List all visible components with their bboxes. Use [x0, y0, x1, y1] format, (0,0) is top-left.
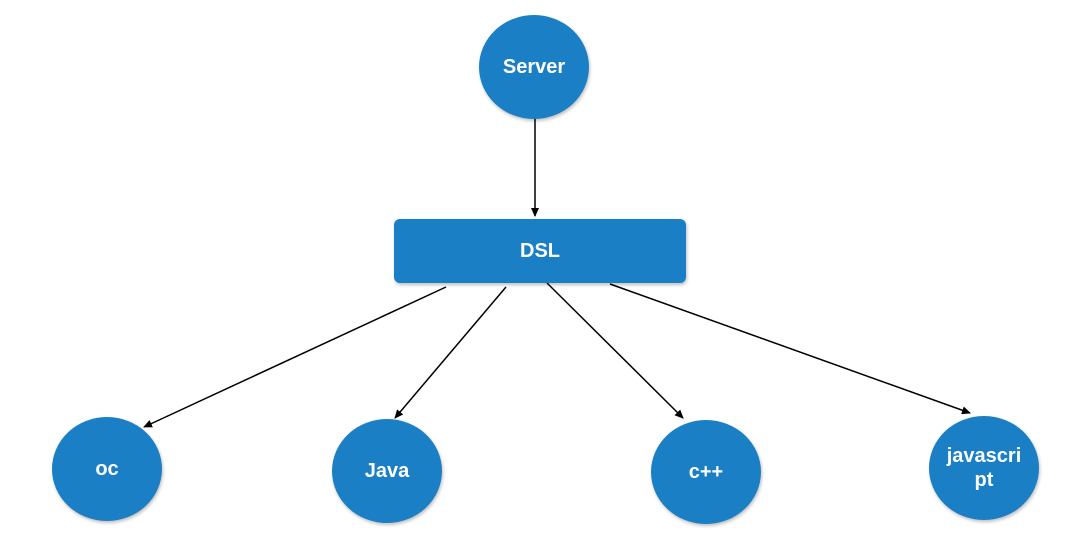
edge-dsl-to-oc	[143, 286, 447, 428]
dsl-node-label: DSL	[520, 239, 560, 262]
oc-node-label: oc	[95, 457, 119, 480]
cpp-node-label: c++	[688, 460, 724, 483]
dsl-node: DSL	[394, 219, 686, 283]
edge-dsl-to-java	[394, 286, 507, 419]
edge-dsl-to-cpp	[546, 282, 684, 419]
java-node-label: Java	[364, 459, 410, 482]
server-node: Server	[479, 15, 589, 119]
edge-dsl-to-javascript	[609, 283, 971, 415]
javascript-node-label: javascript	[946, 445, 1022, 491]
server-node-label: Server	[502, 55, 566, 78]
javascript-node: javascript	[929, 416, 1039, 520]
java-node: Java	[332, 419, 442, 523]
cpp-node: c++	[651, 420, 761, 524]
oc-node: oc	[52, 417, 162, 521]
